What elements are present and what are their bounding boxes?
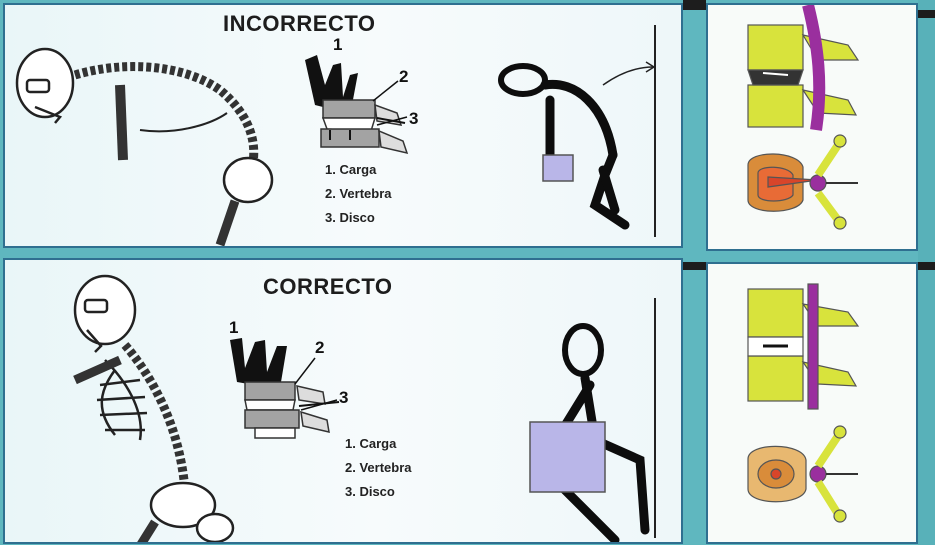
stick-figure-bent xyxy=(498,63,630,230)
healthy-disc-anatomy xyxy=(706,262,918,544)
top-view-vertebra xyxy=(747,425,858,523)
marker-number: 2 xyxy=(399,67,409,86)
marker-number: 1 xyxy=(333,35,343,54)
legend-item: 3. Disco xyxy=(345,484,395,499)
divider-tab xyxy=(683,262,706,270)
divider-tab xyxy=(918,262,935,270)
top-view-vertebra xyxy=(747,134,858,230)
divider-tab xyxy=(683,0,706,10)
load-arrows xyxy=(230,338,287,386)
vertebra-stack xyxy=(244,381,340,439)
marker-lines xyxy=(372,80,408,126)
marker-number: 1 xyxy=(229,318,239,337)
marker-number: 3 xyxy=(409,109,419,128)
compressed-disc-anatomy xyxy=(706,3,918,251)
incorrect-posture-panel: INCORRECTO xyxy=(3,3,683,248)
load-arrows xyxy=(305,55,358,110)
legend-item: 2. Vertebra xyxy=(345,460,412,475)
skeleton-figure xyxy=(15,47,274,246)
legend-item: 1. Carga xyxy=(325,162,377,177)
side-view-vertebrae xyxy=(747,283,860,410)
correct-posture-panel: CORRECTO xyxy=(3,258,683,544)
disc-anatomy-illustration xyxy=(747,283,860,523)
incorrect-illustration xyxy=(15,25,656,246)
panel-title: CORRECTO xyxy=(263,274,393,299)
legend-item: 3. Disco xyxy=(325,210,375,225)
marker-lines xyxy=(294,357,338,411)
marker-number: 3 xyxy=(339,388,349,407)
side-view-vertebrae xyxy=(747,5,860,131)
correct-illustration xyxy=(73,274,656,542)
load-box xyxy=(529,421,606,493)
vertebra-stack xyxy=(320,99,409,155)
legend-item: 1. Carga xyxy=(345,436,397,451)
angle-arrow xyxy=(602,66,654,86)
edge-strip xyxy=(918,0,935,545)
disc-anatomy-illustration xyxy=(747,5,860,230)
panel-title: INCORRECTO xyxy=(223,11,376,36)
marker-number: 2 xyxy=(315,338,325,357)
divider-tab xyxy=(918,10,935,18)
legend-item: 2. Vertebra xyxy=(325,186,392,201)
skeleton-figure xyxy=(73,274,235,542)
load-box xyxy=(542,154,574,182)
